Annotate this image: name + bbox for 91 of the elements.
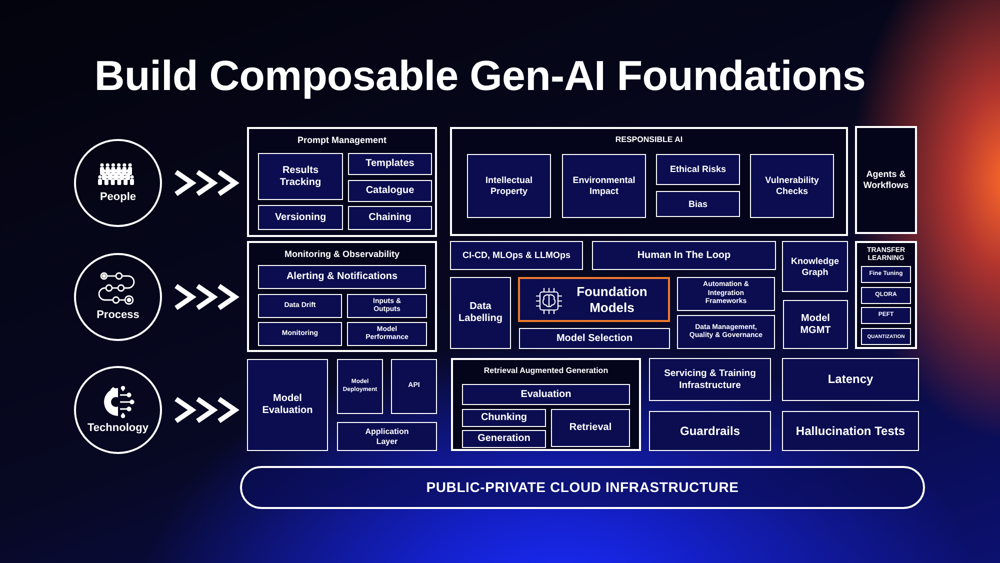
component-box [258,205,343,230]
component-box [861,266,911,283]
component-box [337,422,437,451]
component-box [450,277,511,349]
chevron-arrow [174,396,240,424]
component-label: Agents & Workflows [862,169,910,191]
component-box [462,430,546,448]
component-label: Foundation Models [576,284,648,316]
group-box [855,241,917,349]
component-label: Bias [688,198,708,210]
group-box [247,127,437,237]
component-box [750,154,834,218]
category-circle [74,366,162,454]
component-box [782,411,919,451]
component-label: Environmental Impact [572,175,636,197]
component-box [782,241,848,292]
component-label: Catalogue [366,185,414,197]
component-box [649,358,771,401]
component-box [592,241,776,270]
component-box [861,328,911,345]
component-label: Knowledge Graph [790,256,840,278]
chevron-arrow [174,284,240,310]
component-label: Evaluation [520,388,572,400]
component-box [347,322,427,346]
component-label: CI-CD, MLOps & LLMOps [462,250,570,261]
component-label: Versioning [274,212,326,224]
group-heading: Retrieval Augmented Generation [482,366,610,376]
component-label: Chunking [480,412,528,424]
component-box [861,287,911,304]
component-box [656,154,740,185]
component-box [783,300,848,349]
category-label: People [100,190,136,204]
component-box [677,315,775,349]
infrastructure-bar [240,466,925,509]
component-box [348,206,432,230]
component-box [782,358,919,401]
group-heading: Prompt Management [296,135,388,146]
component-box [519,328,670,349]
component-label: Results Tracking [278,164,322,188]
group-box [450,127,848,236]
component-box [861,307,911,324]
component-label: Vulnerability Checks [764,175,820,197]
component-box [258,322,342,346]
group-heading: RESPONSIBLE AI [614,135,684,145]
title: Build Composable Gen-AI Foundations [93,52,867,100]
component-label: Guardrails [680,424,740,438]
component-box [337,359,383,414]
component-label: Alerting & Notifications [286,271,398,283]
component-label: Human In The Loop [637,250,731,262]
category-label: Technology [88,422,148,436]
component-box [462,409,546,427]
component-label: Ethical Risks [670,164,726,175]
component-label: Model Selection [556,332,633,344]
component-box [247,359,328,451]
component-label: Model Evaluation [261,393,314,417]
group-box [855,126,917,234]
component-box [551,409,630,447]
component-box [649,411,771,451]
component-label: Application Layer [364,426,410,446]
group-heading: Monitoring & Observability [283,249,400,260]
category-label: Process [96,308,140,322]
component-box [348,153,432,175]
component-box [462,384,630,405]
component-label: Templates [366,158,414,170]
category-circle [74,253,162,341]
component-box [656,191,740,217]
component-box [450,241,583,270]
component-label: Intellectual Property [484,175,534,197]
component-label: Latency [828,372,874,387]
component-box [348,180,432,202]
group-box [247,241,437,352]
component-label: Model MGMT [799,312,832,336]
component-label: Generation [478,433,530,445]
component-box [258,294,342,318]
component-box [391,359,437,414]
category-circle [74,139,162,227]
group-box [451,358,641,451]
component-label: Retrieval [569,422,612,434]
component-box [258,265,426,289]
component-label: Data Labelling [458,301,504,325]
component-box [677,277,775,311]
component-box [467,154,551,218]
highlight-box [518,277,670,322]
chevron-arrow [174,170,240,196]
component-label: Servicing & Training Infrastructure [663,368,757,391]
component-label: PUBLIC-PRIVATE CLOUD INFRASTRUCTURE [426,479,739,496]
component-box [258,153,343,200]
component-box [562,154,646,218]
component-box [347,294,427,318]
component-label: Chaining [368,212,412,224]
component-label: Hallucination Tests [796,424,906,438]
